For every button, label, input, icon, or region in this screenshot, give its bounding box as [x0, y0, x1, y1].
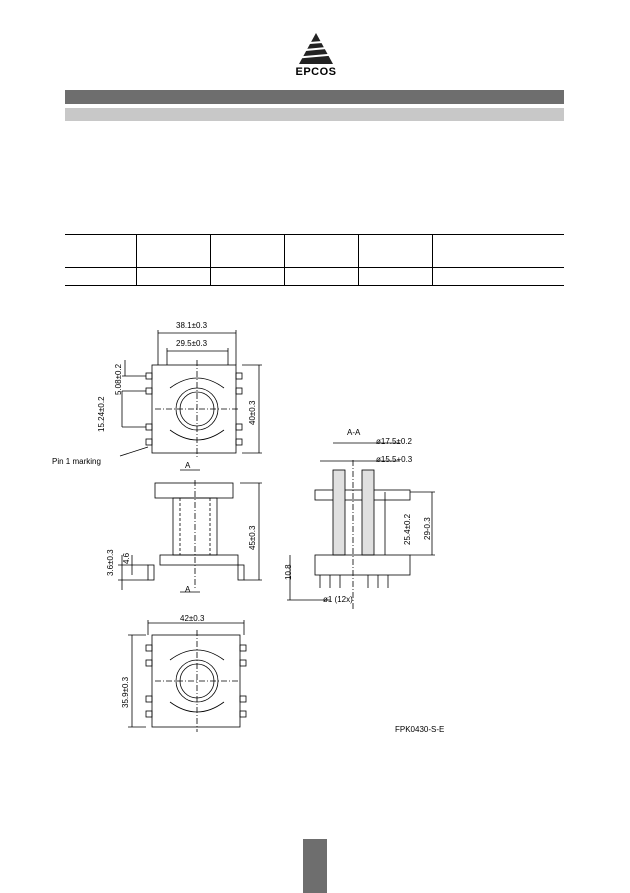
dim-row-spacing: 15.24±0.2	[97, 396, 106, 432]
dim-height-b: 29-0.3	[423, 517, 432, 540]
table-cell	[358, 234, 433, 268]
technical-drawing: 38.1±0.3 29.5±0.3 5.08±0.2 15.24±0.2 40±…	[52, 321, 444, 734]
dim-width-outer: 38.1±0.3	[176, 321, 208, 330]
dim-height-top: 40±0.3	[248, 400, 257, 425]
dim-width-bottom: 42±0.3	[180, 614, 205, 623]
dim-width-inner: 29.5±0.3	[176, 339, 208, 348]
section-mark-bottom: A	[185, 585, 191, 594]
section-mark-top: A	[185, 461, 191, 470]
epcos-triangle-icon	[292, 33, 340, 64]
drawing-labels: 38.1±0.3 29.5±0.3 5.08±0.2 15.24±0.2 40±…	[52, 321, 444, 734]
section-title: A-A	[347, 428, 361, 437]
dim-b: 4.6	[122, 552, 131, 564]
data-table	[65, 234, 564, 286]
epcos-logo: EPCOS	[281, 30, 351, 80]
table-cell	[284, 234, 359, 268]
drawing-ref-code: FPK0430-S-E	[395, 725, 444, 734]
top-view	[119, 330, 262, 458]
dim-a: 3.6±0.3	[106, 549, 115, 576]
table-header-row	[65, 234, 564, 268]
table-cell	[65, 234, 137, 268]
dim-pin-length: 10.8	[284, 564, 293, 580]
header-bar	[65, 90, 564, 104]
dim-height-a: 25.4±0.2	[403, 513, 412, 545]
side-view	[118, 469, 262, 593]
table-cell	[210, 267, 285, 286]
table-cell	[136, 267, 211, 286]
subheader-bar	[65, 108, 564, 121]
table-cell	[210, 234, 285, 268]
dim-pin-dia: ø1 (12x)	[323, 595, 353, 604]
section-view	[287, 442, 435, 610]
table-cell	[284, 267, 359, 286]
dim-height-bottom: 35.9±0.3	[121, 676, 130, 708]
page-number-tab	[303, 839, 327, 893]
table-row	[65, 267, 564, 286]
dim-dia-outer: ø17.5±0.2	[376, 437, 413, 446]
pin-marking-label: Pin 1 marking	[52, 457, 101, 466]
table-cell	[432, 267, 564, 286]
table-cell	[432, 234, 564, 268]
dim-dia-inner: ø15.5+0.3	[376, 455, 413, 464]
table-cell	[358, 267, 433, 286]
brand-name: EPCOS	[295, 66, 337, 78]
dim-pitch: 5.08±0.2	[114, 363, 123, 395]
table-cell	[136, 234, 211, 268]
dim-height-side: 45±0.3	[248, 525, 257, 550]
table-cell	[65, 267, 137, 286]
bottom-view	[128, 620, 247, 732]
